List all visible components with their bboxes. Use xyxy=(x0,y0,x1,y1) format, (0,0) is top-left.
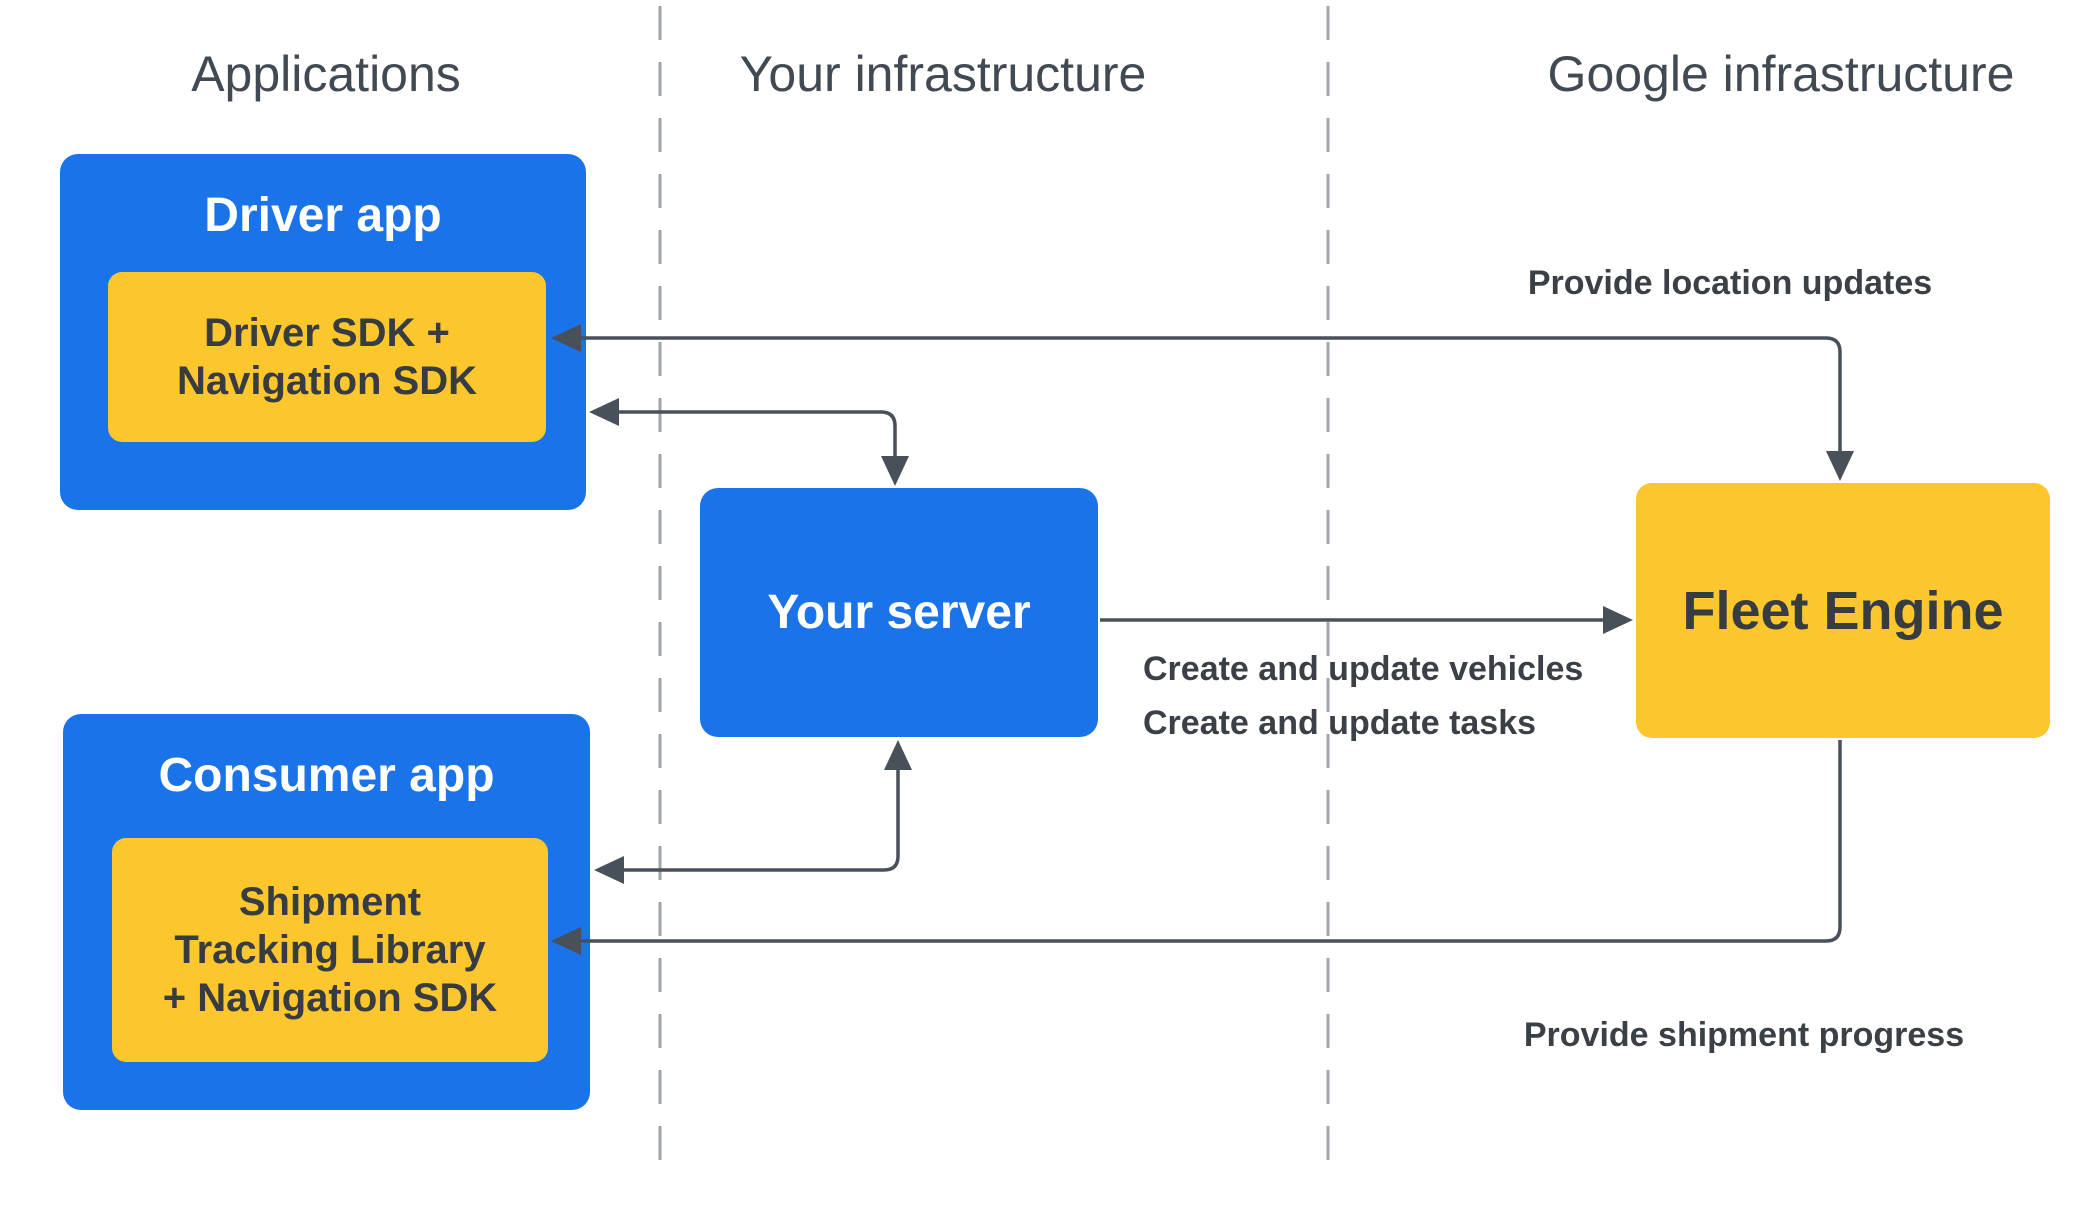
edge-label-create-tasks: Create and update tasks xyxy=(1143,704,1537,742)
consumer-app-title: Consumer app xyxy=(158,749,495,802)
your-server-box: Your server xyxy=(700,488,1098,737)
driver-sdk-line-1: Driver SDK + xyxy=(204,311,450,355)
edge-server-consumer-arrowhead-up xyxy=(884,740,912,770)
fleet-engine-title: Fleet Engine xyxy=(1682,580,2004,641)
edge-server-driver-arrowhead-left xyxy=(589,398,619,426)
shipment-lib-line-1: Shipment xyxy=(238,880,422,924)
driver-app-title: Driver app xyxy=(204,189,442,242)
edge-server-driver-arrowhead-down xyxy=(881,456,909,486)
driver-sdk-line-2: Navigation SDK xyxy=(176,359,478,403)
shipment-lib-line-3: + Navigation SDK xyxy=(162,976,498,1020)
edge-server-consumer-arrowhead-left xyxy=(594,856,624,884)
edge-server-driver-line xyxy=(615,410,897,458)
edge-label-provide-location-updates: Provide location updates xyxy=(1527,264,1933,302)
edge-fleet-consumer-line xyxy=(578,740,1842,943)
column-header-your-infrastructure: Your infrastructure xyxy=(739,46,1147,102)
column-header-applications: Applications xyxy=(191,46,461,102)
driver-sdk-box: Driver SDK + Navigation SDK xyxy=(108,272,546,442)
edge-label-create-and-update: Create and update vehicles Create and up… xyxy=(1143,642,1583,750)
fleet-engine-box: Fleet Engine xyxy=(1636,483,2050,738)
edge-server-fleet-arrowhead-right xyxy=(1603,606,1633,634)
edge-driver-fleet-arrowhead-down xyxy=(1826,451,1854,481)
edge-driver-fleet-line xyxy=(578,336,1842,452)
shipment-lib-line-2: Tracking Library xyxy=(174,928,486,972)
edge-server-consumer-line xyxy=(620,768,900,872)
edge-label-provide-shipment-progress: Provide shipment progress xyxy=(1523,1016,1965,1054)
edge-label-create-vehicles: Create and update vehicles xyxy=(1143,650,1584,688)
column-header-google-infrastructure: Google infrastructure xyxy=(1547,46,2015,102)
shipment-tracking-library-box: Shipment Tracking Library + Navigation S… xyxy=(112,838,548,1062)
your-server-title: Your server xyxy=(767,586,1031,639)
